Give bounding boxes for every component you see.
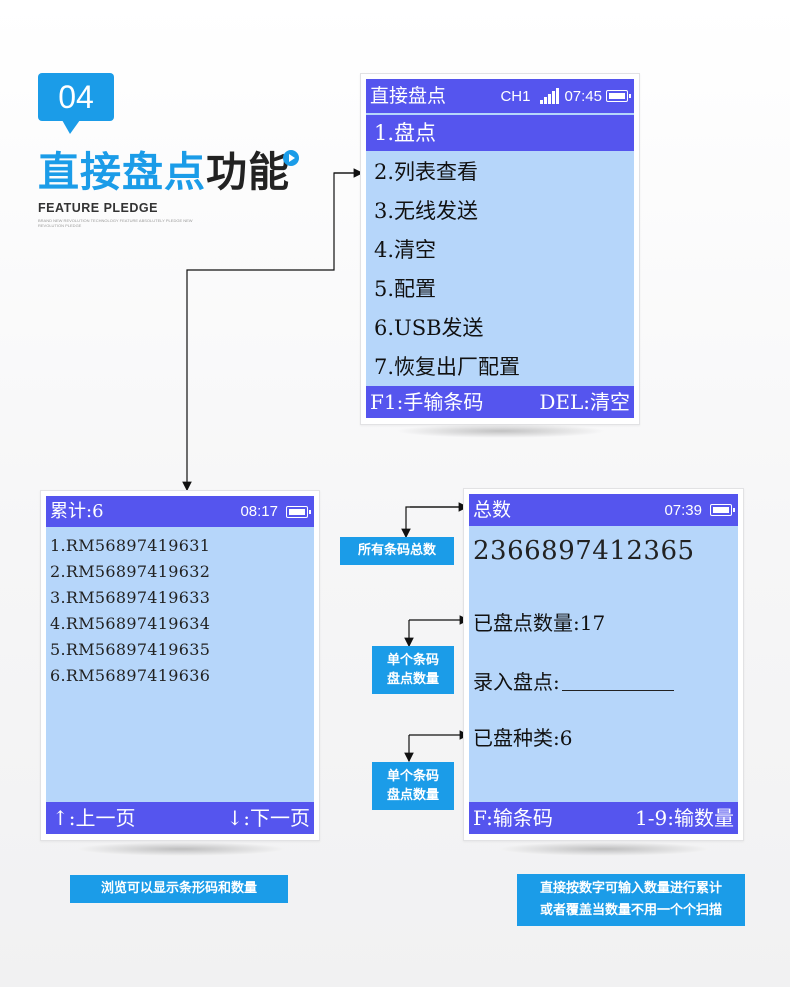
list-footer-bar: ↑:上一页 ↓:下一页 xyxy=(46,802,314,834)
channel-label: CH1 xyxy=(500,87,531,105)
callout-single-qty-2-line1: 单个条码 xyxy=(386,769,439,784)
counted-types: 已盘种类:6 xyxy=(473,726,573,750)
menu-status-icons: CH1 07:45 xyxy=(500,79,631,113)
badge-tail xyxy=(62,120,80,134)
list-item[interactable]: 6.RM56897419636 xyxy=(50,666,211,685)
section-number-badge: 04 xyxy=(38,73,114,121)
entry-input-line[interactable] xyxy=(561,690,674,691)
callout-single-qty-2-line2: 盘点数量 xyxy=(386,788,439,803)
arrow-menu-to-list xyxy=(182,172,364,492)
callout-direct-input-line2: 或者覆盖当数量不用一个个扫描 xyxy=(539,903,722,918)
arrow-total xyxy=(401,506,469,539)
count-time: 07:39 xyxy=(664,501,702,519)
section-title-blue: 直接盘点 xyxy=(38,148,206,196)
list-frame-shadow xyxy=(76,842,286,856)
entry-row: 录入盘点: xyxy=(473,666,674,695)
count-status-bar: 总数 07:39 xyxy=(469,494,738,526)
menu-item-6[interactable]: 6.USB发送 xyxy=(374,316,484,340)
list-item[interactable]: 5.RM56897419635 xyxy=(50,640,211,659)
feature-pledge-subtext: BRAND NEW REVOLUTION TECHNOLOGY FEATURE … xyxy=(38,218,193,228)
menu-item-5[interactable]: 5.配置 xyxy=(374,277,437,301)
list-status-bar: 累计:6 08:17 xyxy=(46,496,314,527)
total-count-value: 2366897412365 xyxy=(473,536,695,566)
count-footer-left: F:输条码 xyxy=(473,806,553,830)
list-footer-right: ↓:下一页 xyxy=(226,806,311,830)
count-screen-title: 总数 xyxy=(473,499,512,521)
menu-item-3[interactable]: 3.无线发送 xyxy=(374,199,479,223)
battery-icon xyxy=(606,90,631,102)
section-title: 直接盘点功能 xyxy=(38,138,290,198)
list-item[interactable]: 4.RM56897419634 xyxy=(50,614,211,633)
battery-icon xyxy=(710,504,735,516)
menu-status-bar: 直接盘点 CH1 07:45 xyxy=(366,79,634,113)
count-footer-bar: F:输条码 1-9:输数量 xyxy=(469,802,738,834)
menu-screen-title: 直接盘点 xyxy=(370,85,447,107)
menu-footer-bar: F1:手输条码 DEL:清空 xyxy=(366,386,634,418)
callout-single-qty-1-line1: 单个条码 xyxy=(386,653,439,668)
list-item[interactable]: 3.RM56897419633 xyxy=(50,588,211,607)
list-status-icons: 08:17 xyxy=(240,496,311,527)
menu-frame-shadow xyxy=(396,424,606,438)
section-title-dark: 功能 xyxy=(206,148,290,196)
callout-browse: 浏览可以显示条形码和数量 xyxy=(70,875,288,903)
entry-label: 录入盘点: xyxy=(473,670,560,694)
callout-single-qty-1: 单个条码 盘点数量 xyxy=(372,646,454,694)
count-status-icons: 07:39 xyxy=(664,494,735,526)
list-screen: 累计:6 08:17 1.RM56897419631 2.RM5689741963… xyxy=(46,496,314,834)
menu-item-1[interactable]: 1.盘点 xyxy=(366,115,634,151)
callout-single-qty-1-line2: 盘点数量 xyxy=(386,672,439,687)
count-footer-right: 1-9:输数量 xyxy=(635,806,734,830)
menu-item-2[interactable]: 2.列表查看 xyxy=(374,160,479,184)
callout-total-codes: 所有条码总数 xyxy=(340,537,454,565)
menu-footer-right: DEL:清空 xyxy=(539,390,630,414)
menu-item-7[interactable]: 7.恢复出厂配置 xyxy=(374,355,521,379)
counted-quantity: 已盘点数量:17 xyxy=(473,611,606,635)
signal-icon xyxy=(540,88,560,104)
menu-screen: 直接盘点 CH1 07:45 1.盘点 2.列表查看 3.无线发送 4.清空 5.配置 6… xyxy=(366,79,634,418)
feature-pledge-label: FEATURE PLEDGE xyxy=(38,201,158,215)
list-time: 08:17 xyxy=(240,503,278,520)
menu-time: 07:45 xyxy=(564,87,602,105)
battery-icon xyxy=(286,505,311,518)
list-item[interactable]: 1.RM56897419631 xyxy=(50,536,211,555)
count-screen: 总数 07:39 2366897412365 已盘点数量:17 录入盘点: 已盘… xyxy=(469,494,738,834)
menu-item-4[interactable]: 4.清空 xyxy=(374,238,437,262)
list-item[interactable]: 2.RM56897419632 xyxy=(50,562,211,581)
callout-direct-input: 直接按数字可输入数量进行累计 或者覆盖当数量不用一个个扫描 xyxy=(517,874,745,926)
count-frame-shadow xyxy=(498,842,710,856)
play-icon xyxy=(283,150,299,166)
menu-footer-left: F1:手输条码 xyxy=(370,390,484,414)
list-screen-title: 累计:6 xyxy=(50,501,104,522)
callout-single-qty-2: 单个条码 盘点数量 xyxy=(372,762,454,810)
callout-direct-input-line1: 直接按数字可输入数量进行累计 xyxy=(539,881,722,896)
list-footer-left: ↑:上一页 xyxy=(52,806,136,830)
